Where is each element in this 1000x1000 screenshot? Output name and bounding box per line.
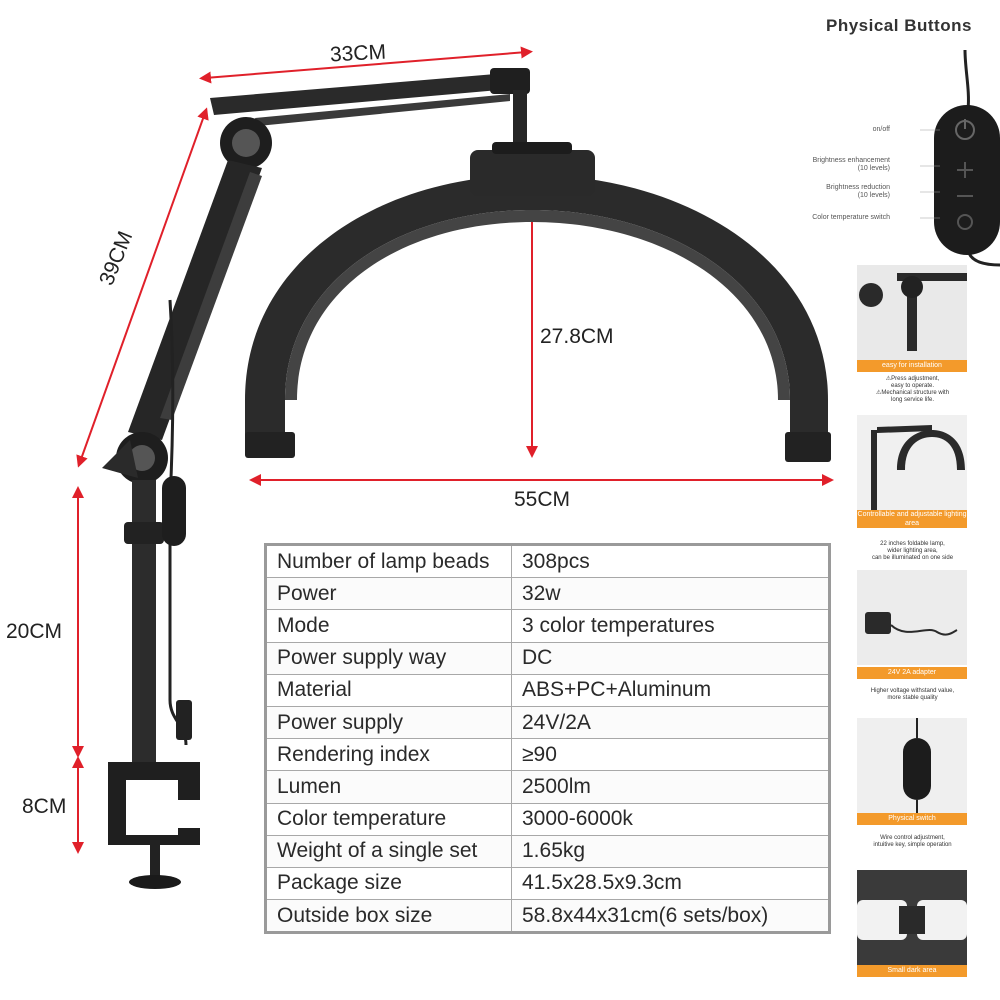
thumb-dark-area xyxy=(857,870,967,965)
spec-label: Mode xyxy=(265,609,512,643)
inline-controller xyxy=(162,476,186,546)
thumb-switch xyxy=(857,718,967,813)
caption-2-2: more stable quality xyxy=(887,695,938,701)
spec-label: Package size xyxy=(265,866,512,901)
cycle-icon xyxy=(957,214,973,230)
dim-arrow-33 xyxy=(199,46,533,84)
caption-1: 22 inches foldable lamp, wider lighting … xyxy=(850,541,975,562)
caption-3: Wire control adjustment, intuitive key, … xyxy=(850,835,975,849)
label-bright-up-line1: Brightness enhancement xyxy=(812,157,890,164)
dim-label-20: 20CM xyxy=(6,620,63,643)
dim-label-33: 33CM xyxy=(329,40,387,67)
spec-value: 32w xyxy=(511,577,830,611)
spec-label: Material xyxy=(265,673,512,707)
caption-0-4: long service life. xyxy=(890,397,935,403)
spec-value: 41.5x28.5x9.3cm xyxy=(511,866,830,901)
spec-value: 3 color temperatures xyxy=(511,609,830,643)
thumb-bar-4: Small dark area xyxy=(857,965,967,977)
label-bright-down: Brightness reduction (10 levels) xyxy=(760,184,890,200)
label-color-temp: Color temperature switch xyxy=(812,214,890,221)
dim-arrow-39 xyxy=(76,107,209,468)
spec-label: Lumen xyxy=(265,770,512,804)
spec-value: 24V/2A xyxy=(511,705,830,740)
thumb-bar-3: Physical switch xyxy=(857,813,967,825)
spec-value: 58.8x44x31cm(6 sets/box) xyxy=(511,899,830,934)
label-bright-up: Brightness enhancement (10 levels) xyxy=(760,157,890,173)
spec-label: Outside box size xyxy=(265,899,512,934)
spec-value: 3000-6000k xyxy=(511,802,830,836)
spec-value: 308pcs xyxy=(511,543,830,579)
desk-clamp xyxy=(108,762,200,845)
spec-label: Power xyxy=(265,577,512,611)
thumb-bar-1: Controllable and adjustable lighting are… xyxy=(857,510,967,528)
spec-label: Rendering index xyxy=(265,738,512,772)
dim-label-8: 8CM xyxy=(22,795,67,818)
dim-label-55: 55CM xyxy=(514,488,571,511)
caption-1-3: can be illuminated on one side xyxy=(871,555,954,561)
caption-2: Higher voltage withstand value, more sta… xyxy=(850,688,975,702)
spec-value: ABS+PC+Aluminum xyxy=(511,673,830,707)
caption-0-3: ⚠Mechanical structure with xyxy=(875,390,950,396)
caption-3-2: intuitive key, simple operation xyxy=(873,842,952,848)
plus-icon xyxy=(957,162,973,178)
label-bright-down-line1: Brightness reduction xyxy=(826,184,890,191)
lamp-mount xyxy=(470,150,595,196)
caption-0-2: easy to operate. xyxy=(890,383,935,389)
spec-label: Number of lamp beads xyxy=(265,543,512,579)
physical-buttons-title: Physical Buttons xyxy=(826,16,972,35)
caption-1-2: wider lighting area, xyxy=(887,548,938,554)
spec-label: Weight of a single set xyxy=(265,834,512,868)
thumb-adapter xyxy=(857,570,967,665)
spec-row: Rendering index≥90 xyxy=(265,738,830,772)
thumb-bar-2: 24V 2A adapter xyxy=(857,667,967,679)
dim-label-278: 27.8CM xyxy=(540,325,614,348)
controller-illustration xyxy=(920,50,1000,267)
thumb-bar-0: easy for installation xyxy=(857,360,967,372)
spec-value: 1.65kg xyxy=(511,834,830,868)
caption-0-1: ⚠Press adjustment, xyxy=(885,376,940,382)
caption-0: ⚠Press adjustment, easy to operate. ⚠Mec… xyxy=(850,376,975,404)
label-bright-up-line2: (10 levels) xyxy=(857,165,890,172)
upper-arm xyxy=(128,160,262,440)
spec-value: DC xyxy=(511,641,830,675)
thumb-lighting-area xyxy=(857,415,967,510)
caption-1-1: 22 inches foldable lamp, xyxy=(880,541,945,547)
thumb-installation xyxy=(857,265,967,360)
spec-label: Power supply way xyxy=(265,641,512,675)
spec-value: 2500lm xyxy=(511,770,830,804)
power-icon xyxy=(955,119,975,140)
spec-value: ≥90 xyxy=(511,738,830,772)
label-bright-down-line2: (10 levels) xyxy=(857,192,890,199)
spec-label: Power supply xyxy=(265,705,512,740)
top-arm xyxy=(210,72,522,115)
label-onoff: on/off xyxy=(872,126,890,133)
spec-label: Color temperature xyxy=(265,802,512,836)
caption-3-1: Wire control adjustment, xyxy=(880,835,945,841)
lamp-illustration xyxy=(72,46,834,889)
half-moon-lamp xyxy=(245,175,828,440)
caption-2-1: Higher voltage withstand value, xyxy=(870,688,955,694)
